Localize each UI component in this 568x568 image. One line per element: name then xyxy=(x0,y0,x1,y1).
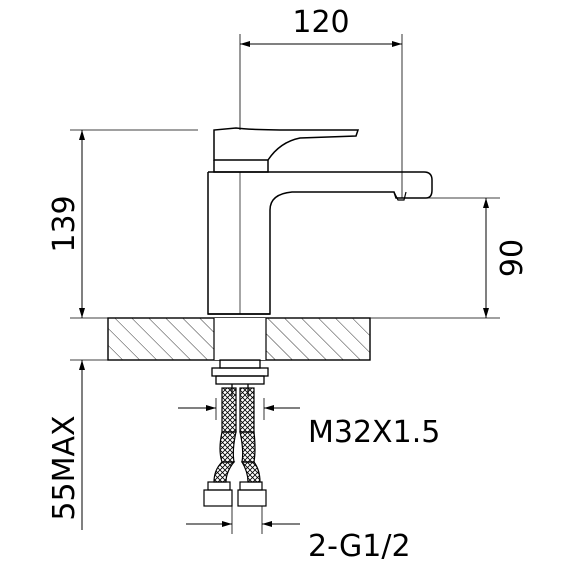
thread-label: M32X1.5 xyxy=(308,415,440,450)
faucet-body xyxy=(207,127,433,315)
dimension-hose: 2-G1/2 xyxy=(186,506,411,564)
dimension-width: 120 xyxy=(239,5,403,198)
hose-label: 2-G1/2 xyxy=(308,529,411,564)
height-label: 139 xyxy=(47,195,82,252)
dimension-thread: M32X1.5 xyxy=(178,398,440,450)
mounting-shank xyxy=(211,359,269,396)
mount-depth-label: 55MAX xyxy=(47,415,82,520)
dimension-mount-depth: 55MAX xyxy=(47,360,85,530)
width-label: 120 xyxy=(292,5,349,40)
dimension-height: 139 xyxy=(47,129,198,318)
spout-height-label: 90 xyxy=(495,239,530,277)
dimension-spout-height: 90 xyxy=(400,197,530,318)
countertop-section xyxy=(70,317,500,361)
flexible-hoses xyxy=(203,387,267,507)
